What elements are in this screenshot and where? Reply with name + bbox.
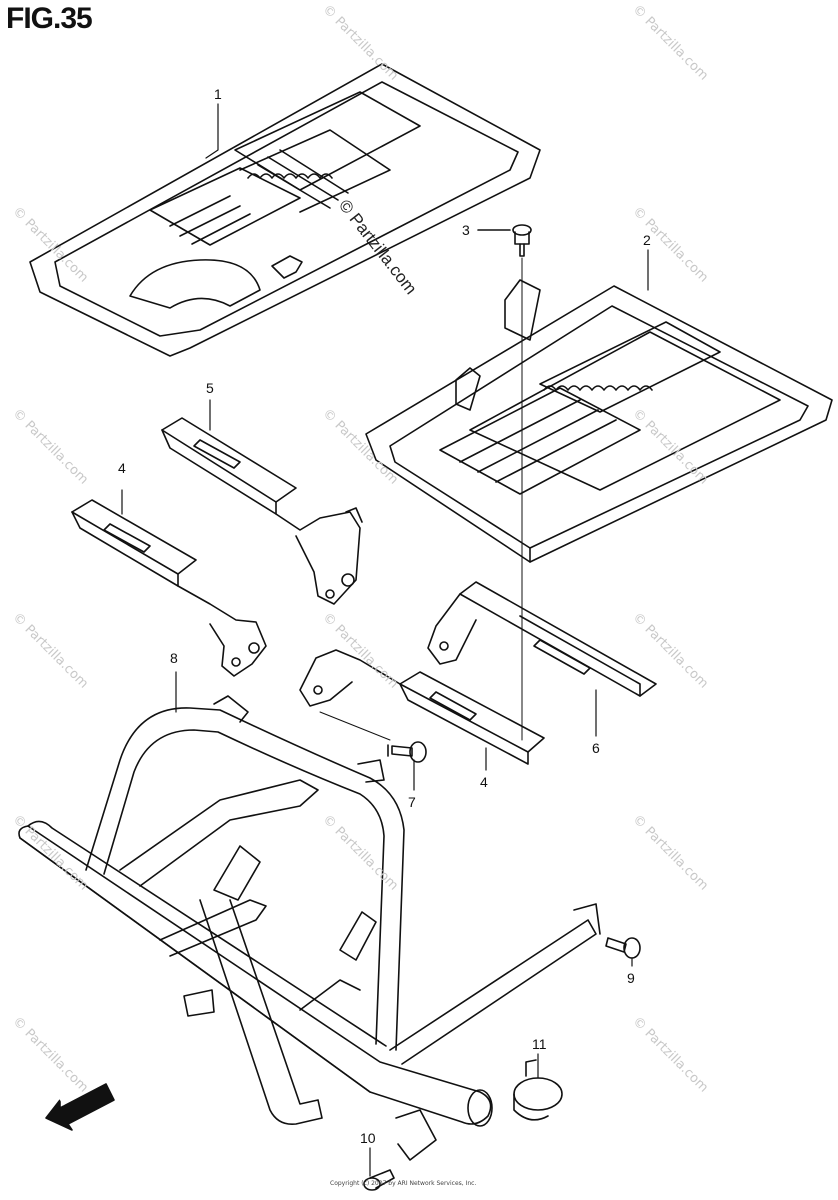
- callout-6: 6: [592, 740, 600, 756]
- bracket-4-right: [299, 649, 545, 765]
- leader-lines: [121, 103, 649, 1177]
- bolt-3: [477, 224, 532, 741]
- callout-4-left: 4: [118, 460, 126, 476]
- bracket-5: [161, 417, 363, 605]
- bracket-4-left: [71, 499, 267, 677]
- callout-5: 5: [206, 380, 214, 396]
- carrier-tray-2: [365, 279, 833, 563]
- carrier-tray-1: [29, 63, 541, 357]
- callout-3: 3: [462, 222, 470, 238]
- callout-1: 1: [214, 86, 222, 102]
- callout-2: 2: [643, 232, 651, 248]
- callout-11: 11: [532, 1036, 547, 1052]
- callout-4-right: 4: [480, 774, 488, 790]
- bracket-6: [427, 581, 657, 697]
- guard-frame-8: [18, 695, 601, 1161]
- fwd-arrow-icon: [45, 1083, 115, 1131]
- bolt-9: [605, 937, 641, 959]
- figure-title: FIG.35: [6, 2, 93, 35]
- bolt-7: [387, 741, 427, 763]
- callout-10: 10: [360, 1130, 376, 1146]
- copyright-text: Copyright (c) 2007 by ARI Network Servic…: [330, 1180, 477, 1187]
- callout-8: 8: [170, 650, 178, 666]
- bolt-10: [363, 1169, 395, 1191]
- callout-7: 7: [408, 794, 416, 810]
- callout-9: 9: [627, 970, 635, 986]
